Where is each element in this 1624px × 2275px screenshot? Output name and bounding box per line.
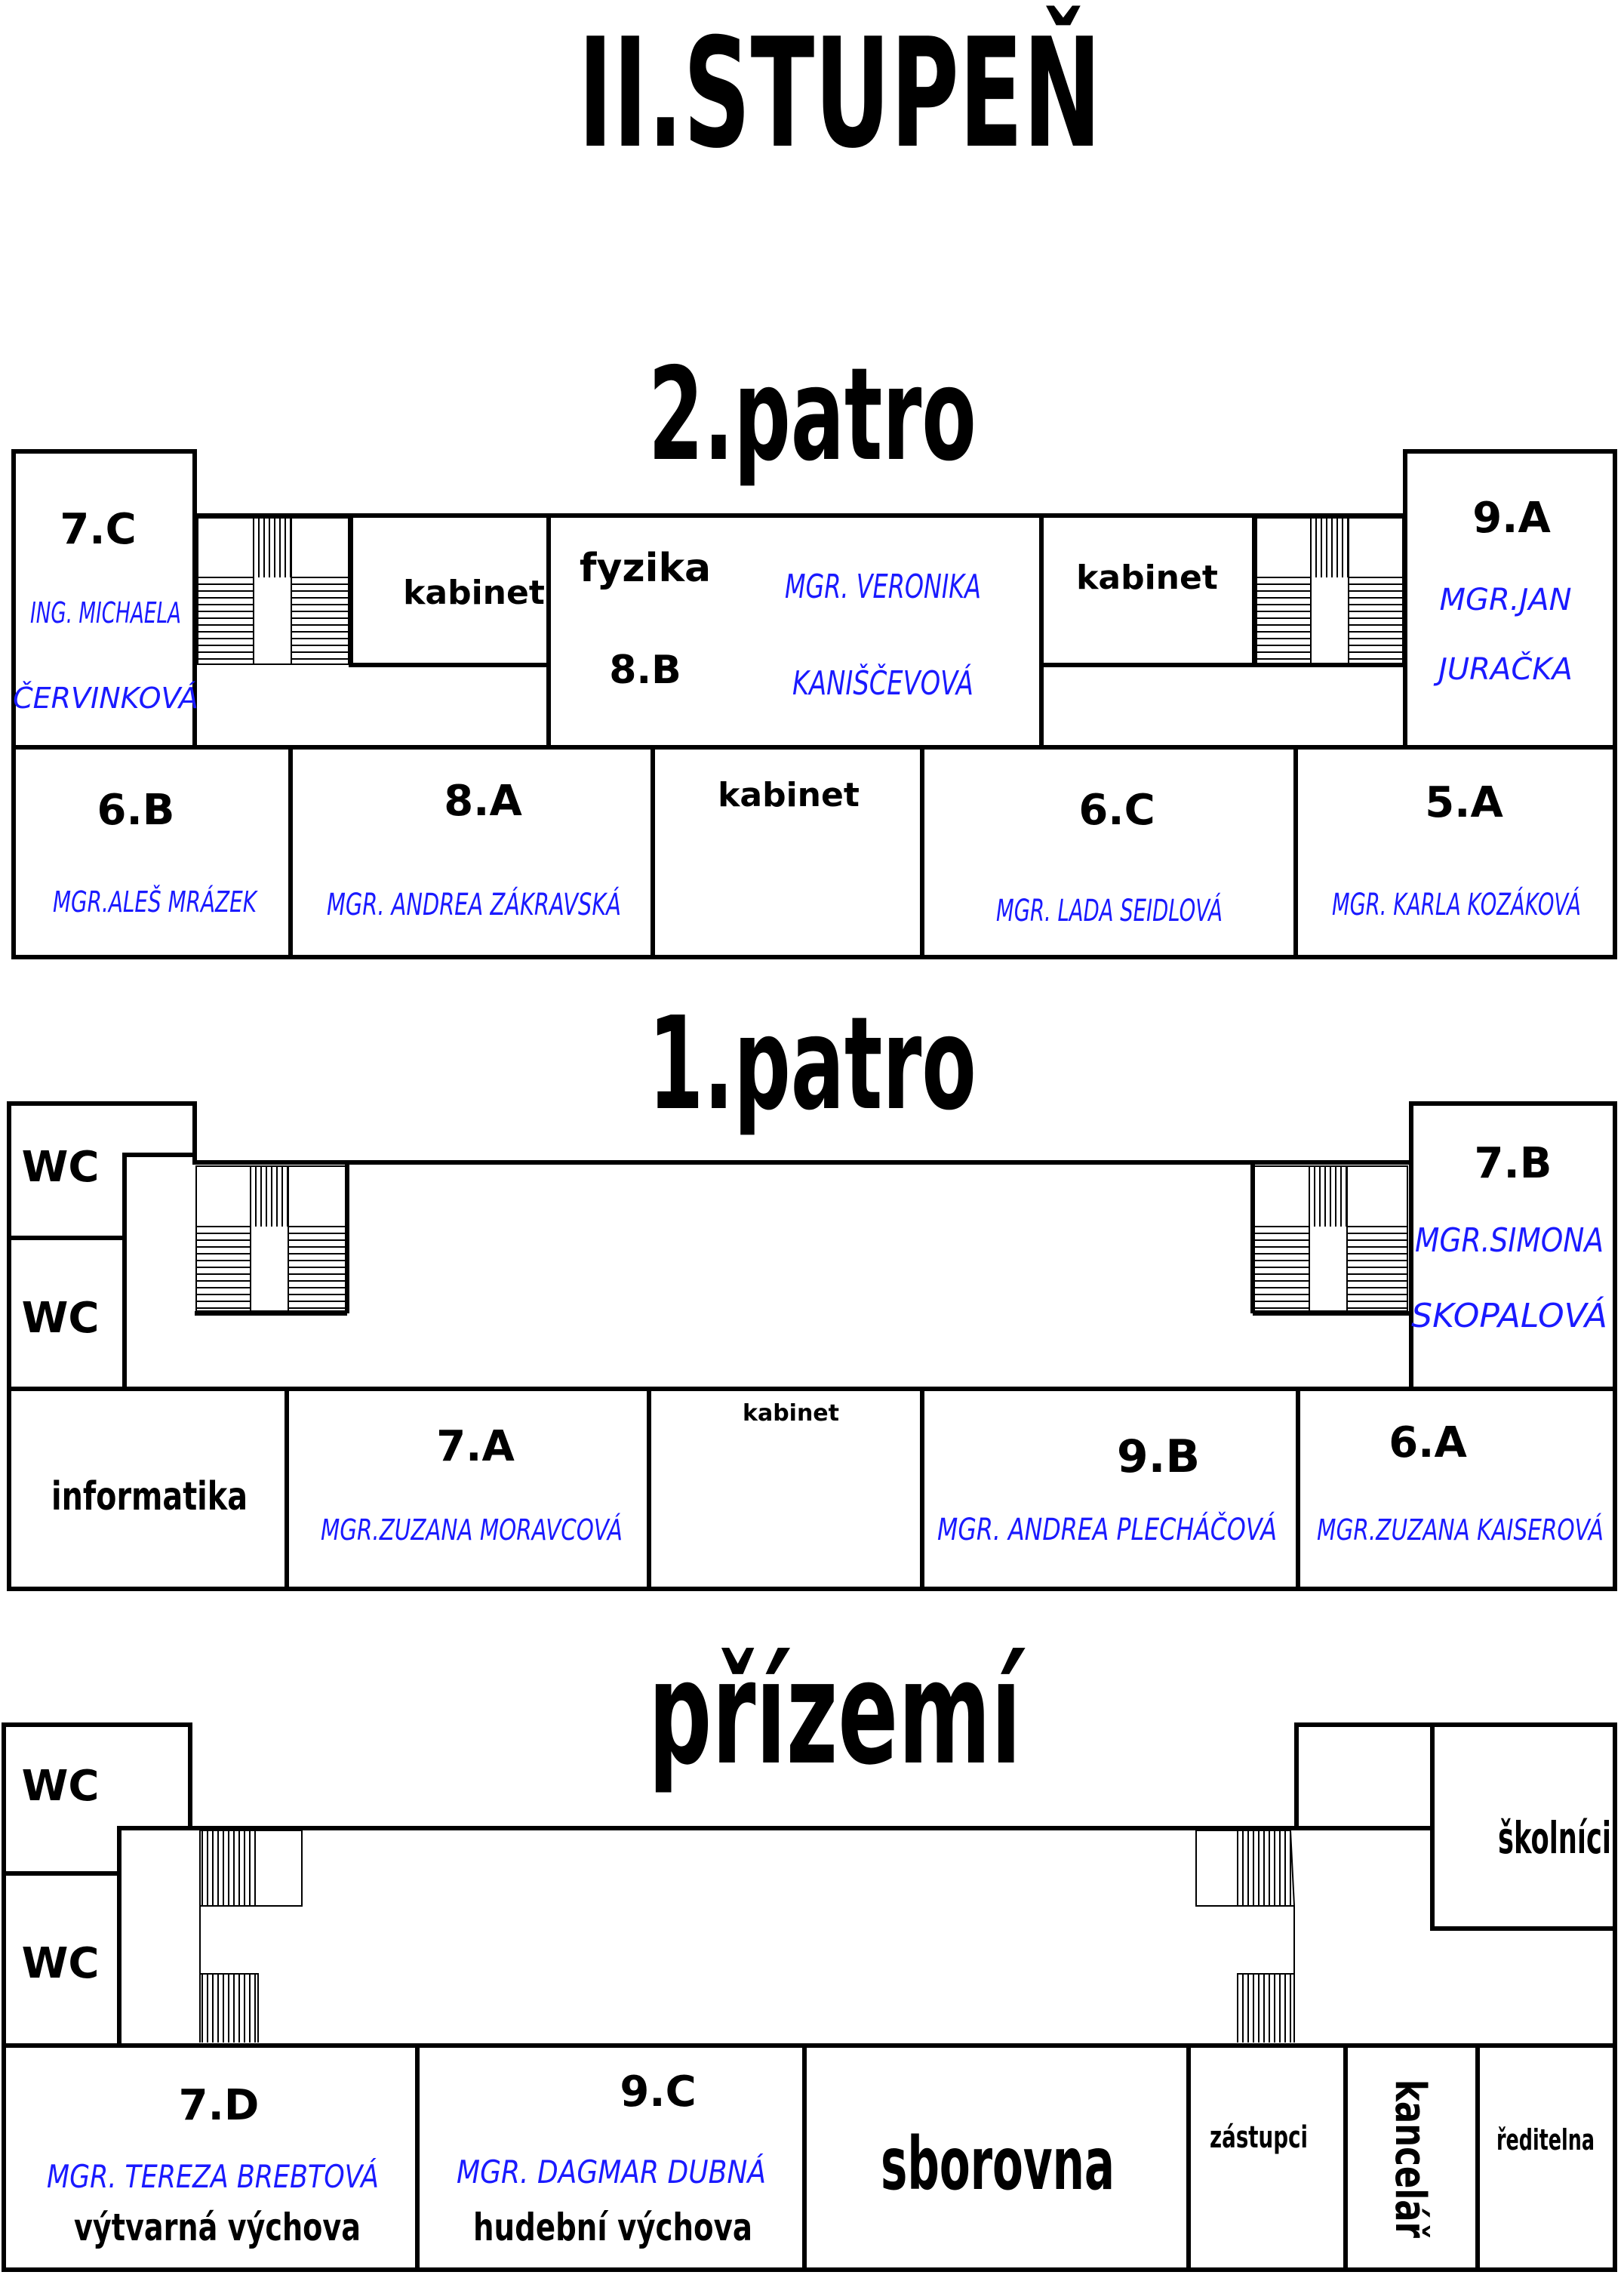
room-7b-label: 7.B xyxy=(1475,1139,1552,1188)
room-7c-teacher-1: ING. MICHAELA xyxy=(30,596,181,630)
room-sborovna-label: sborovna xyxy=(881,2122,1115,2206)
floor-heading-ground: přízemí xyxy=(648,1630,1022,1796)
staircase-left-2 xyxy=(197,517,349,665)
room-7d-label: 7.D xyxy=(179,2081,260,2130)
room-9b-label: 9.B xyxy=(1117,1430,1200,1483)
room-wc-ground-1-label: WC xyxy=(22,1762,100,1811)
floor-2-plan: 7.C ING. MICHAELA ČERVINKOVÁ kabinet fyz… xyxy=(11,449,1617,959)
room-kancelar-label: kancelář xyxy=(1386,2080,1435,2238)
floor-1-plan: WC WC 7.B MGR.SIMONA SKOPALOVÁ informati… xyxy=(7,1101,1617,1591)
page-title: II.STUPEŇ xyxy=(578,6,1102,182)
room-wc-1-label: WC xyxy=(22,1143,100,1192)
room-kabinet-left-label: kabinet xyxy=(403,574,545,612)
room-zastupci-label: zástupci xyxy=(1210,2120,1308,2155)
staircase-left-ground xyxy=(199,1830,303,2043)
room-7b-teacher-2: SKOPALOVÁ xyxy=(1411,1295,1607,1335)
room-6b-teacher: MGR.ALEŠ MRÁZEK xyxy=(53,885,258,919)
room-7d-subject: výtvarná výchova xyxy=(74,2206,361,2249)
room-7a-label: 7.A xyxy=(436,1422,515,1471)
floor-heading-1: 1.patro xyxy=(648,990,977,1139)
staircase-right-1 xyxy=(1250,1162,1411,1316)
room-5a-teacher: MGR. KARLA KOZÁKOVÁ xyxy=(1332,886,1581,922)
room-7c-teacher-2: ČERVINKOVÁ xyxy=(13,682,198,715)
room-8a-teacher: MGR. ANDREA ZÁKRAVSKÁ xyxy=(327,886,621,922)
room-6c-label: 6.C xyxy=(1078,786,1155,835)
floor-heading-2: 2.patro xyxy=(648,340,977,490)
room-7c-label: 7.C xyxy=(60,505,136,554)
room-7b-teacher-1: MGR.SIMONA xyxy=(1415,1221,1604,1260)
room-9c-teacher: MGR. DAGMAR DUBNÁ xyxy=(457,2153,766,2190)
room-reditelna-label: ředitelna xyxy=(1496,2123,1595,2156)
room-9b-teacher: MGR. ANDREA PLECHÁČOVÁ xyxy=(937,1511,1277,1547)
room-kabinet-right-label: kabinet xyxy=(1076,559,1218,597)
room-9c-label: 9.C xyxy=(620,2067,696,2116)
room-skolnici-label: školníci xyxy=(1498,1812,1611,1864)
room-9a-teacher-1: MGR.JAN xyxy=(1439,583,1571,617)
room-8b-label: 8.B xyxy=(609,648,681,693)
room-fyzika-label: fyzika xyxy=(580,546,711,591)
room-8a-label: 8.A xyxy=(444,777,522,826)
floor-ground-plan: WC WC školníci 7.D MGR. TEREZA BREBTOVÁ … xyxy=(2,1722,1617,2272)
room-6a-teacher: MGR.ZUZANA KAISEROVÁ xyxy=(1317,1513,1604,1547)
room-informatika-label: informatika xyxy=(51,1474,248,1519)
staircase-left-1 xyxy=(195,1162,349,1316)
room-wc-2-label: WC xyxy=(22,1294,100,1343)
staircase-right-ground xyxy=(1195,1830,1295,2043)
room-9a-label: 9.A xyxy=(1472,494,1551,543)
room-6a-label: 6.A xyxy=(1389,1418,1467,1467)
room-6b-label: 6.B xyxy=(97,786,175,835)
room-kabinet-middle-label: kabinet xyxy=(718,776,860,814)
room-8b-teacher-1: MGR. VERONIKA xyxy=(785,568,981,606)
room-wc-ground-2-label: WC xyxy=(22,1939,100,1988)
room-7d-teacher: MGR. TEREZA BREBTOVÁ xyxy=(47,2157,379,2195)
room-9c-subject: hudební výchova xyxy=(473,2206,752,2249)
room-9a-teacher-2: JURAČKA xyxy=(1433,651,1573,687)
room-5a-label: 5.A xyxy=(1425,778,1503,827)
room-6c-teacher: MGR. LADA SEIDLOVÁ xyxy=(996,892,1223,928)
room-7a-teacher: MGR.ZUZANA MORAVCOVÁ xyxy=(321,1513,623,1547)
room-8b-teacher-2: KANIŠČEVOVÁ xyxy=(792,663,973,703)
room-kabinet-label: kabinet xyxy=(743,1400,839,1427)
staircase-right-2 xyxy=(1256,517,1404,665)
